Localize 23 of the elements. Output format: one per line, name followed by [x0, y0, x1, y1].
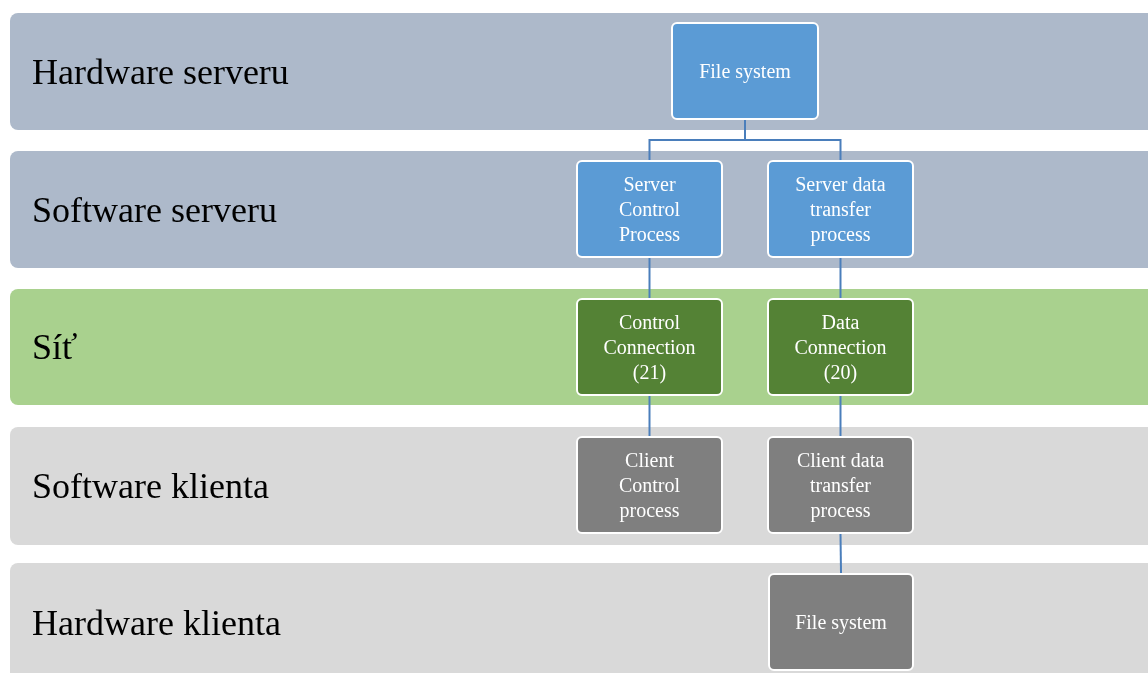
process-box: Server data transfer process	[767, 160, 914, 258]
layer-band	[10, 13, 1148, 130]
process-box: Server Control Process	[576, 160, 723, 258]
layer-label: Software klienta	[32, 465, 269, 508]
process-box: Client Control process	[576, 436, 723, 534]
process-box: Control Connection (21)	[576, 298, 723, 396]
layer-band	[10, 427, 1148, 545]
layer-label: Software serveru	[32, 188, 277, 232]
connector-line	[648, 257, 651, 299]
connector-line	[648, 395, 651, 437]
layer-label: Hardware klienta	[32, 602, 281, 645]
layer-band	[10, 151, 1148, 268]
layer-label: Síť	[32, 326, 78, 369]
connector-line	[839, 533, 842, 574]
layer-label: Hardware serveru	[32, 50, 289, 94]
process-box: File system	[671, 22, 819, 120]
process-box: Client data transfer process	[767, 436, 914, 534]
process-box: Data Connection (20)	[767, 298, 914, 396]
connector-line	[839, 257, 842, 299]
process-box: File system	[768, 573, 914, 671]
layer-band	[10, 289, 1148, 405]
connector-line	[839, 395, 842, 437]
layer-band	[10, 563, 1148, 673]
